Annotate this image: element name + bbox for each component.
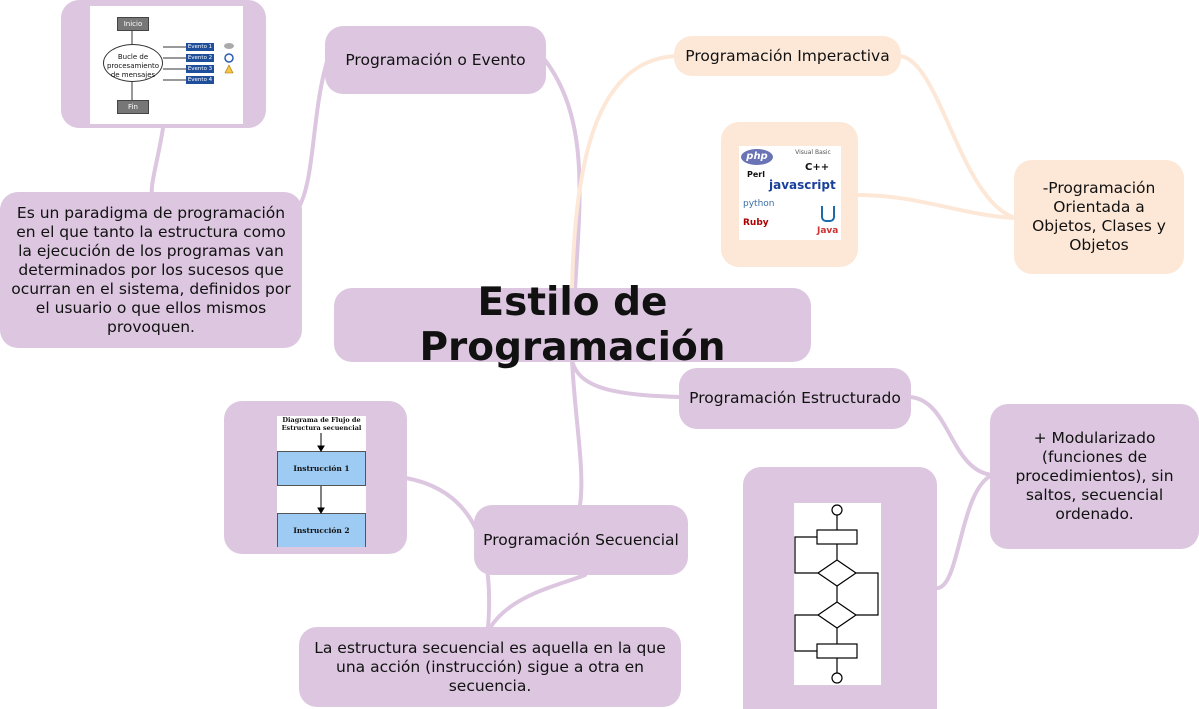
- perl-logo: Perl: [747, 170, 765, 179]
- diagram-arrows: [131, 30, 234, 100]
- mouse-icon: [224, 53, 234, 63]
- diagram-loop: Bucle de procesamiento de mensajes: [103, 44, 163, 82]
- link-center-imperativa: [570, 54, 678, 292]
- topic-secuencial-label: Programación Secuencial: [483, 530, 679, 549]
- seq-step-2: Instrucción 2: [277, 513, 366, 547]
- secuencial-description-text: La estructura secuencial es aquella en l…: [314, 638, 666, 695]
- flow-decision-1: [816, 559, 858, 587]
- topic-secuencial[interactable]: Programación Secuencial: [474, 505, 688, 575]
- seq-image-node[interactable]: Diagrama de Flujo de Estructura secuenci…: [224, 401, 407, 554]
- evento-description-text: Es un paradigma de programación en el qu…: [11, 203, 291, 336]
- cloud-icon: [224, 43, 234, 49]
- link-center-evento: [543, 58, 582, 292]
- java-logo: Java: [817, 226, 839, 236]
- link-imperativa-desc: [898, 54, 1017, 220]
- central-title: Estilo de Programación: [419, 280, 726, 370]
- sequential-flow-diagram: Diagrama de Flujo de Estructura secuenci…: [277, 416, 366, 547]
- languages-image-node[interactable]: php Visual Basic C++ Perl javascript pyt…: [721, 122, 858, 267]
- link-estructurado-desc: [908, 395, 994, 477]
- visualbasic-logo: Visual Basic: [795, 149, 831, 156]
- python-logo: python: [743, 199, 775, 209]
- link-seq-image: [404, 476, 492, 630]
- language-logos: php Visual Basic C++ Perl javascript pyt…: [739, 146, 841, 240]
- flow-process-1: [816, 529, 858, 545]
- evento-description[interactable]: Es un paradigma de programación en el qu…: [0, 192, 302, 348]
- php-logo: php: [741, 149, 773, 165]
- imperativa-description[interactable]: -Programación Orientada a Objetos, Clase…: [1014, 160, 1184, 274]
- link-evento-image: [149, 126, 165, 197]
- secuencial-description[interactable]: La estructura secuencial es aquella en l…: [299, 627, 681, 707]
- topic-estructurado[interactable]: Programación Estructurado: [679, 368, 911, 429]
- topic-imperativa-label: Programación Imperactiva: [685, 46, 890, 65]
- cpp-logo: C++: [805, 162, 830, 173]
- estructurado-description-text: + Modularizado (funciones de procedimien…: [1015, 429, 1174, 523]
- central-topic[interactable]: Estilo de Programación: [334, 280, 811, 370]
- warning-icon: [224, 64, 234, 74]
- imperativa-description-text: -Programación Orientada a Objetos, Clase…: [1032, 179, 1166, 254]
- java-cup-icon: [821, 206, 835, 222]
- diagram-event-1: Evento 1: [186, 43, 214, 51]
- evento-image-node[interactable]: Inicio Bucle de procesamiento de mensaje…: [61, 0, 266, 128]
- topic-evento-label: Programación o Evento: [345, 50, 526, 69]
- topic-imperativa[interactable]: Programación Imperactiva: [674, 36, 901, 76]
- flow-start: [831, 504, 843, 516]
- javascript-logo: javascript: [769, 178, 836, 192]
- structured-flowchart: [794, 503, 881, 685]
- diagram-event-2: Evento 2: [186, 54, 214, 62]
- ruby-logo: Ruby: [743, 218, 769, 228]
- flowchart-image-node[interactable]: [743, 467, 937, 709]
- diagram-end: Fin: [117, 100, 149, 114]
- seq-arrows: [317, 433, 325, 514]
- estructurado-description[interactable]: + Modularizado (funciones de procedimien…: [990, 404, 1199, 549]
- link-desc-flowchart: [936, 473, 994, 590]
- topic-evento[interactable]: Programación o Evento: [325, 26, 546, 94]
- link-logos-desc: [855, 193, 1017, 220]
- diagram-event-4: Evento 4: [186, 76, 214, 84]
- link-evento-desc: [298, 56, 330, 207]
- link-center-secuencial: [570, 358, 584, 507]
- link-secuencial-desc: [488, 573, 587, 630]
- diagram-start: Inicio: [117, 17, 149, 31]
- flow-decision-2: [816, 601, 858, 629]
- flow-end: [831, 672, 843, 684]
- topic-estructurado-label: Programación Estructurado: [689, 389, 901, 407]
- seq-step-1: Instrucción 1: [277, 451, 366, 486]
- seq-diagram-title: Diagrama de Flujo de Estructura secuenci…: [281, 416, 362, 432]
- link-center-estructurado: [570, 358, 682, 399]
- diagram-event-3: Evento 3: [186, 65, 214, 73]
- event-loop-diagram: Inicio Bucle de procesamiento de mensaje…: [90, 6, 243, 124]
- flow-process-2: [816, 643, 858, 659]
